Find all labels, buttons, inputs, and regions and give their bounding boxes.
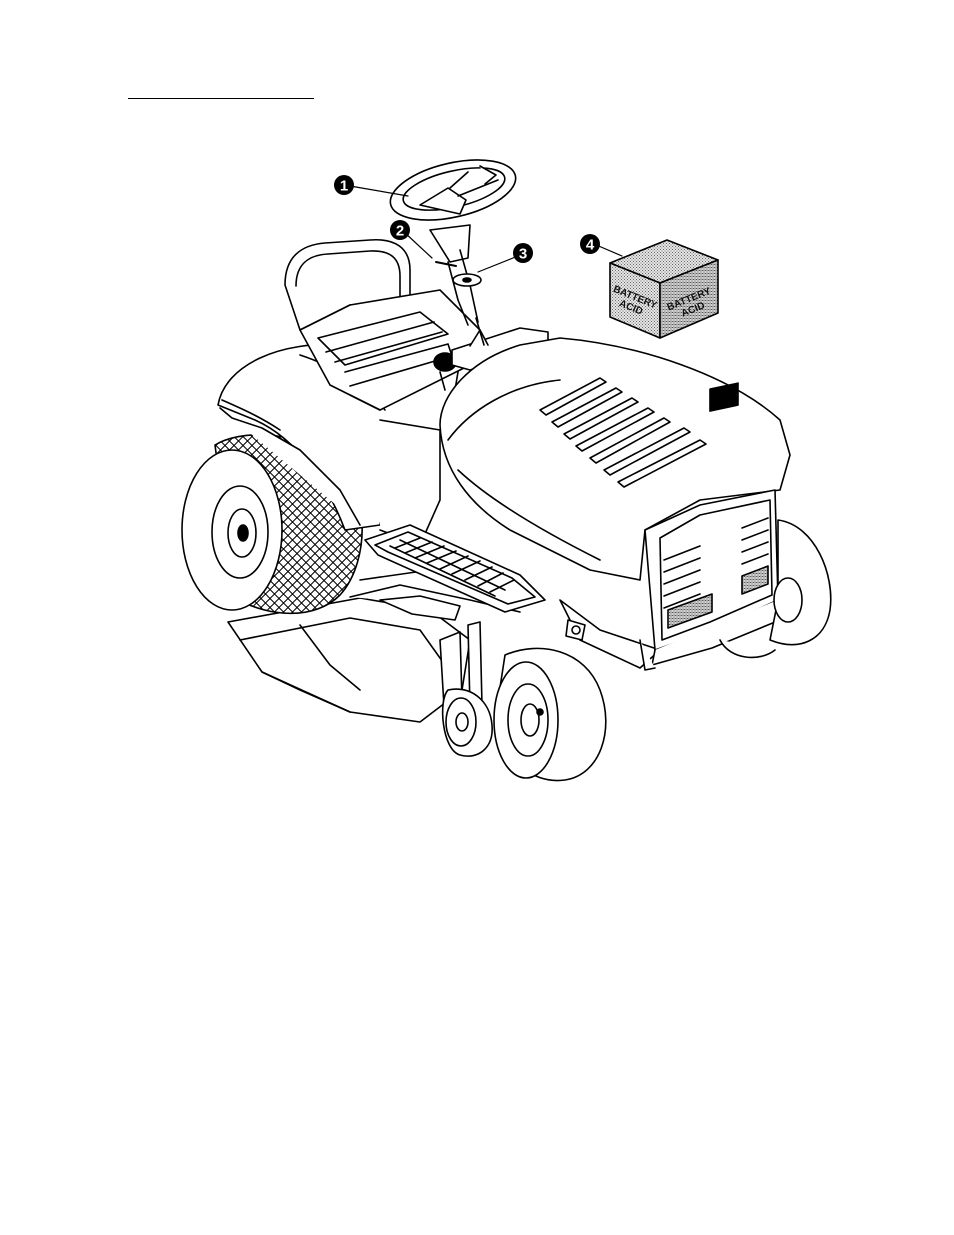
callout-4-number: 4 — [586, 237, 595, 254]
callout-1: 1 — [334, 175, 354, 195]
leader-3 — [478, 256, 518, 272]
callout-2-number: 2 — [396, 223, 404, 240]
callout-2: 2 — [390, 220, 410, 240]
steering-wheel — [385, 149, 522, 230]
pin — [436, 262, 456, 266]
callout-3-number: 3 — [519, 246, 527, 263]
front-left-tire — [494, 648, 606, 780]
gauge-wheel — [443, 689, 493, 756]
leader-2 — [404, 232, 432, 258]
washer — [453, 274, 481, 286]
callout-4: 4 — [580, 234, 600, 254]
callout-1-number: 1 — [340, 178, 348, 195]
callout-3: 3 — [513, 243, 533, 263]
